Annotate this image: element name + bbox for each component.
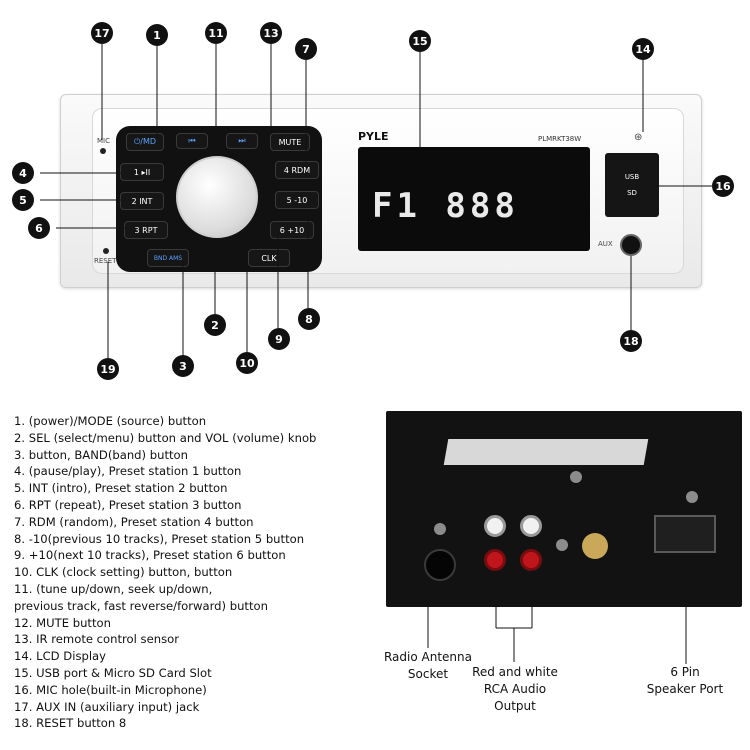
callout-4: 4 xyxy=(12,162,34,184)
legend-item: 3. button, BAND(band) button xyxy=(14,447,188,462)
callout-18: 18 xyxy=(620,330,642,352)
brand-logo: PYLE xyxy=(358,130,389,143)
legend-item: 8. -10(previous 10 tracks), Preset stati… xyxy=(14,531,305,546)
mic-hole xyxy=(100,148,106,154)
rca-red-jack-left xyxy=(484,549,506,571)
mute-button[interactable]: MUTE xyxy=(270,133,310,151)
callout-10: 10 xyxy=(236,352,258,374)
rca-red-jack-right xyxy=(520,549,542,571)
preset-3-button[interactable]: 3 RPT xyxy=(124,221,168,239)
legend-item: 16. MIC hole(built-in Microphone) xyxy=(14,682,207,697)
legend-item: 9. +10(next 10 tracks), Preset station 6… xyxy=(14,548,286,563)
ir-sensor-icon: ⊛ xyxy=(634,132,643,143)
rca-white-jack-left xyxy=(484,515,506,537)
usb-label: USB xyxy=(624,173,640,181)
preset-5-button[interactable]: 5 -10 xyxy=(275,191,319,209)
screw xyxy=(570,471,582,483)
legend-item: 6. RPT (repeat), Preset station 3 button xyxy=(14,497,242,512)
mic-label: MIC xyxy=(97,137,110,145)
legend-item: 15. USB port & Micro SD Card Slot xyxy=(14,665,212,680)
legend-item: 7. RDM (random), Preset station 4 button xyxy=(14,514,254,529)
sd-label: SD xyxy=(627,189,637,197)
callout-14: 14 xyxy=(632,38,654,60)
callout-19: 19 xyxy=(97,358,119,380)
preset-6-button[interactable]: 6 +10 xyxy=(270,221,314,239)
preset-4-button[interactable]: 4 RDM xyxy=(275,161,319,179)
callout-9: 9 xyxy=(268,328,290,350)
model-number: PLMRKT38W xyxy=(538,135,582,143)
legend-item: 17. AUX IN (auxiliary input) jack xyxy=(14,699,200,714)
legend-item: 14. LCD Display xyxy=(14,649,107,664)
lcd-readout: F1 888 xyxy=(372,186,519,226)
rca-white-jack-right xyxy=(520,515,542,537)
legend-item: 1. (power)/MODE (source) button xyxy=(14,414,207,428)
legend-item: 2. SEL (select/menu) button and VOL (vol… xyxy=(14,430,317,445)
aux-label: AUX xyxy=(598,240,613,248)
callout-13: 13 xyxy=(260,22,282,44)
callout-3: 3 xyxy=(172,355,194,377)
legend-item: 11. (tune up/down, seek up/down, xyxy=(14,581,213,596)
lcd-display xyxy=(358,147,590,251)
legend-item: 18. RESET button 8 xyxy=(14,716,127,731)
prev-track-button[interactable]: ⏮ xyxy=(176,133,208,149)
legend-item: previous track, fast reverse/forward) bu… xyxy=(14,598,268,613)
callout-7: 7 xyxy=(295,38,317,60)
reset-button[interactable] xyxy=(103,248,109,254)
legend-item: 10. CLK (clock setting) button, button xyxy=(14,565,233,580)
legend-item: 5. INT (intro), Preset station 2 button xyxy=(14,481,228,496)
legend-item: 13. IR remote control sensor xyxy=(14,632,179,647)
mode-button[interactable]: ⏻/MD xyxy=(126,133,164,151)
legend-item: 4. (pause/play), Preset station 1 button xyxy=(14,464,242,479)
callout-2: 2 xyxy=(204,314,226,336)
callout-8: 8 xyxy=(298,308,320,330)
callout-1: 1 xyxy=(146,24,168,46)
callout-11: 11 xyxy=(205,22,227,44)
front-panel-diagram: ⏻/MD ⏮ ⏭ MUTE 1 ▸II 2 INT 3 RPT 4 RDM 5 … xyxy=(12,22,734,380)
speaker-port xyxy=(654,515,716,553)
callout-5: 5 xyxy=(12,189,34,211)
screw xyxy=(686,491,698,503)
next-track-button[interactable]: ⏭ xyxy=(226,133,258,149)
callout-16: 16 xyxy=(712,175,734,197)
usb-sd-slot[interactable]: USB SD xyxy=(605,153,659,217)
antenna-socket xyxy=(424,549,456,581)
screw xyxy=(556,539,568,551)
rear-sticker xyxy=(443,439,649,465)
legend-item: 12. MUTE button xyxy=(14,615,111,630)
band-button[interactable]: BND AMS xyxy=(147,249,189,267)
rear-panel-photo xyxy=(386,411,742,607)
callout-6: 6 xyxy=(28,217,50,239)
callout-15: 15 xyxy=(409,30,431,52)
aux-jack[interactable] xyxy=(620,234,642,256)
feature-legend: 1. (power)/MODE (source) button 2. SEL (… xyxy=(14,413,376,732)
preset-2-button[interactable]: 2 INT xyxy=(120,192,164,210)
callout-leader-lines xyxy=(40,44,712,358)
volume-knob[interactable] xyxy=(176,156,258,238)
screw xyxy=(434,523,446,535)
clock-button[interactable]: CLK xyxy=(248,249,290,267)
callout-17: 17 xyxy=(91,22,113,44)
fuse-badge xyxy=(582,533,608,559)
preset-1-button[interactable]: 1 ▸II xyxy=(120,163,164,181)
reset-label: RESET xyxy=(94,257,117,265)
